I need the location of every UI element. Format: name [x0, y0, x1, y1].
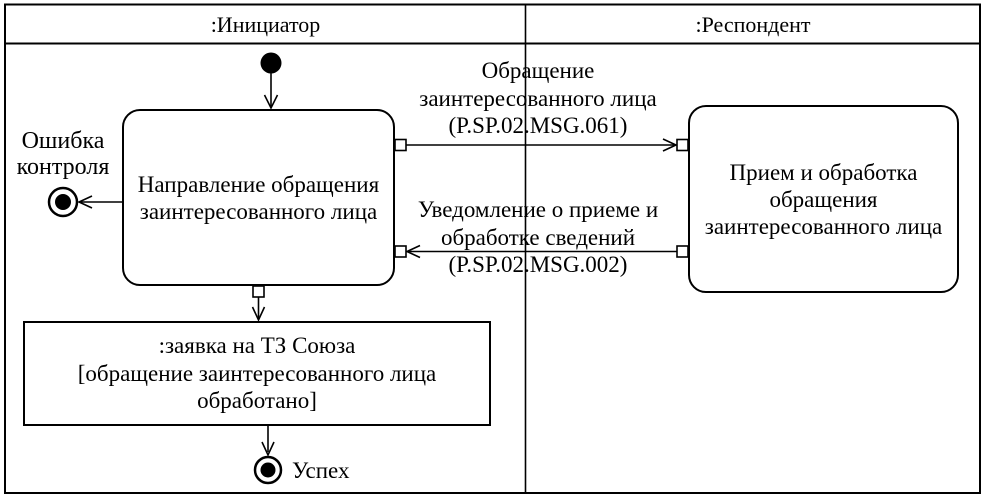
lane-header-respondent: :Респондент [695, 11, 811, 37]
response-message-arrow [405, 244, 677, 259]
object-node-request: :заявка на ТЗ Союза [обращение заинтерес… [23, 321, 491, 426]
input-pin-request [676, 138, 689, 152]
object-node-line-3: обработано] [197, 388, 317, 414]
output-pin-response [676, 245, 689, 258]
error-final-label-line-2: контроля [16, 154, 110, 180]
input-pin-response [394, 245, 407, 258]
message-request-line-2: заинтересованного лица [419, 85, 657, 111]
object-node-line-1: :заявка на ТЗ Союза [158, 333, 356, 359]
activity-send-request-line-2: заинтересованного лица [139, 198, 378, 224]
activity-receive-process-line-1: Прием и обработка [729, 159, 918, 185]
activity-receive-process: Прием и обработка обращения заинтересова… [688, 105, 959, 293]
object-node-line-2: [обращение заинтересованного лица [77, 360, 437, 386]
activity-send-request-line-1: Направление обращения [137, 171, 380, 197]
success-final-label: Успех [292, 458, 350, 483]
output-pin-request [394, 138, 407, 152]
output-pin-object [252, 285, 265, 298]
error-flow-arrow [77, 195, 122, 209]
message-response-line-2: обработке сведений [440, 224, 636, 250]
initial-node [260, 52, 282, 74]
request-message-arrow [406, 138, 678, 152]
error-final-label: Ошибка контроля [2, 128, 124, 180]
error-final-node [47, 186, 79, 218]
activity-receive-process-line-3: заинтересованного лица [704, 213, 943, 239]
success-final-node [253, 455, 283, 485]
object-flow-arrow [251, 297, 266, 322]
message-response-line-1: Уведомление о приеме и [417, 197, 659, 222]
success-flow-arrow [261, 426, 275, 457]
message-request-line-1: Обращение [481, 58, 595, 83]
message-label-request: Обращение заинтересованного лица (P.SP.0… [388, 57, 688, 140]
activity-receive-process-line-2: обращения [769, 186, 878, 212]
lane-header-initiator: :Инициатор [210, 11, 321, 37]
activity-send-request: Направление обращения заинтересованного … [122, 109, 395, 286]
initial-flow-arrow [263, 73, 279, 110]
message-request-line-3: (P.SP.02.MSG.061) [448, 113, 628, 138]
message-response-line-3: (P.SP.02.MSG.002) [448, 252, 628, 277]
error-final-label-line-1: Ошибка [21, 128, 105, 154]
message-label-response: Уведомление о приеме и обработке сведени… [388, 196, 688, 279]
diagram-frame [4, 3, 981, 494]
